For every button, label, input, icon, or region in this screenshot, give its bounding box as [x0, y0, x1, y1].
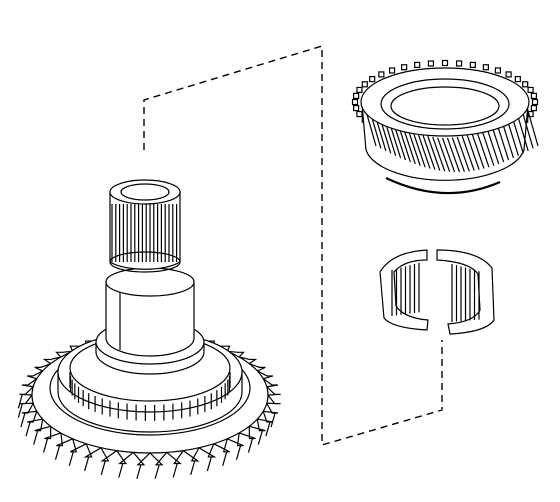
gear-tooth: [388, 67, 396, 74]
tooth-flank: [270, 412, 276, 428]
gear-tooth: [505, 71, 512, 78]
gear-tooth: [527, 110, 534, 118]
helix-tooth-line: [441, 137, 456, 173]
gear-tooth: [238, 426, 256, 440]
gear-tooth: [42, 356, 61, 365]
gear-tooth: [19, 394, 34, 405]
gear-tooth: [132, 452, 151, 466]
gear-tooth: [527, 86, 534, 94]
gear-tooth: [522, 81, 529, 88]
tooth-flank: [154, 464, 160, 479]
helix-tooth-line: [461, 135, 475, 171]
mainshaft-gear-assembly: [17, 179, 281, 479]
gear-tooth: [149, 452, 168, 466]
gear-tooth: [351, 98, 359, 106]
helix-tooth-line: [525, 103, 539, 147]
gear-tooth: [514, 75, 521, 83]
helix-tooth-line: [446, 137, 461, 173]
gear-tooth: [266, 386, 281, 396]
tooth-flank: [25, 421, 31, 437]
gear-tooth: [263, 402, 279, 414]
gear-tooth: [249, 418, 266, 432]
assembly-leader-line: [143, 45, 443, 446]
helix-tooth-line: [402, 127, 416, 165]
tooth-flank: [222, 451, 228, 467]
helix-tooth-line: [491, 124, 505, 163]
helix-tooth-line: [456, 136, 470, 172]
helix-tooth-line: [481, 129, 495, 166]
helix-tooth-line: [486, 127, 500, 165]
tooth-flank: [42, 438, 49, 453]
gear-tooth: [266, 394, 281, 405]
gear-tooth: [19, 386, 34, 396]
gear-tooth: [482, 64, 489, 71]
tooth-flank: [20, 412, 26, 428]
helix-tooth-line: [427, 135, 441, 171]
gear-tooth: [530, 105, 537, 112]
helix-tooth-line: [412, 131, 426, 168]
gear-tooth: [353, 105, 360, 112]
tooth-flank: [190, 460, 196, 476]
gear-tooth: [378, 71, 385, 78]
gear-tooth: [239, 356, 258, 365]
gear-tooth: [356, 110, 363, 118]
gear-tooth: [34, 363, 51, 372]
gear-tooth: [469, 61, 476, 69]
gear-tooth: [356, 86, 363, 94]
tooth-flank: [33, 430, 39, 445]
tooth-flank: [118, 463, 124, 478]
bearing-half-right: [436, 249, 495, 335]
tooth-flank: [136, 464, 142, 479]
gear-tooth: [361, 81, 368, 88]
gear-tooth: [44, 426, 62, 440]
gear-tooth: [262, 378, 279, 388]
needle-bearing: [379, 249, 495, 335]
tooth-flank: [247, 438, 254, 453]
helix-tooth-line: [407, 129, 421, 166]
tooth-flank: [235, 445, 242, 460]
tooth-flank: [84, 456, 90, 472]
bearing-half-left: [379, 249, 429, 331]
helix-tooth-line: [471, 133, 485, 169]
helix-tooth-line: [417, 133, 431, 169]
tooth-flank: [100, 460, 106, 476]
tooth-flank: [257, 430, 263, 445]
helix-tooth-line: [451, 137, 465, 172]
gear-tooth: [353, 92, 360, 99]
gear-tooth: [401, 64, 408, 71]
gear-tooth: [494, 67, 502, 74]
splined-shaft-end: [109, 179, 181, 273]
gear-tooth: [257, 370, 274, 380]
gear-tooth: [455, 60, 463, 67]
helix-tooth-line: [466, 134, 480, 170]
tooth-flank: [172, 463, 178, 478]
gear-tooth: [369, 75, 376, 83]
gear-tooth: [26, 370, 43, 380]
helix-tooth-line: [432, 136, 446, 172]
helical-gear: [351, 59, 539, 195]
shaft-body: [105, 267, 195, 357]
gear-tooth: [441, 59, 449, 67]
tooth-flank: [17, 394, 23, 409]
tooth-flank: [265, 421, 271, 437]
tooth-flank: [54, 445, 61, 460]
helix-tooth-line: [437, 137, 451, 172]
gear-tooth: [227, 432, 244, 447]
tooth-flank: [68, 451, 74, 467]
tooth-flank: [206, 456, 212, 472]
helix-tooth-line: [422, 134, 436, 170]
helix-tooth-line: [476, 131, 490, 168]
gear-tooth: [414, 61, 421, 69]
gear-tooth: [21, 402, 37, 414]
gear-tooth: [34, 418, 51, 432]
gear-tooth: [21, 378, 38, 388]
gear-tooth: [531, 98, 539, 106]
gear-tooth: [56, 432, 73, 447]
gear-tooth: [530, 92, 537, 99]
gear-tooth: [427, 60, 435, 67]
tooth-flank: [17, 403, 23, 418]
gear-tooth: [249, 363, 266, 372]
